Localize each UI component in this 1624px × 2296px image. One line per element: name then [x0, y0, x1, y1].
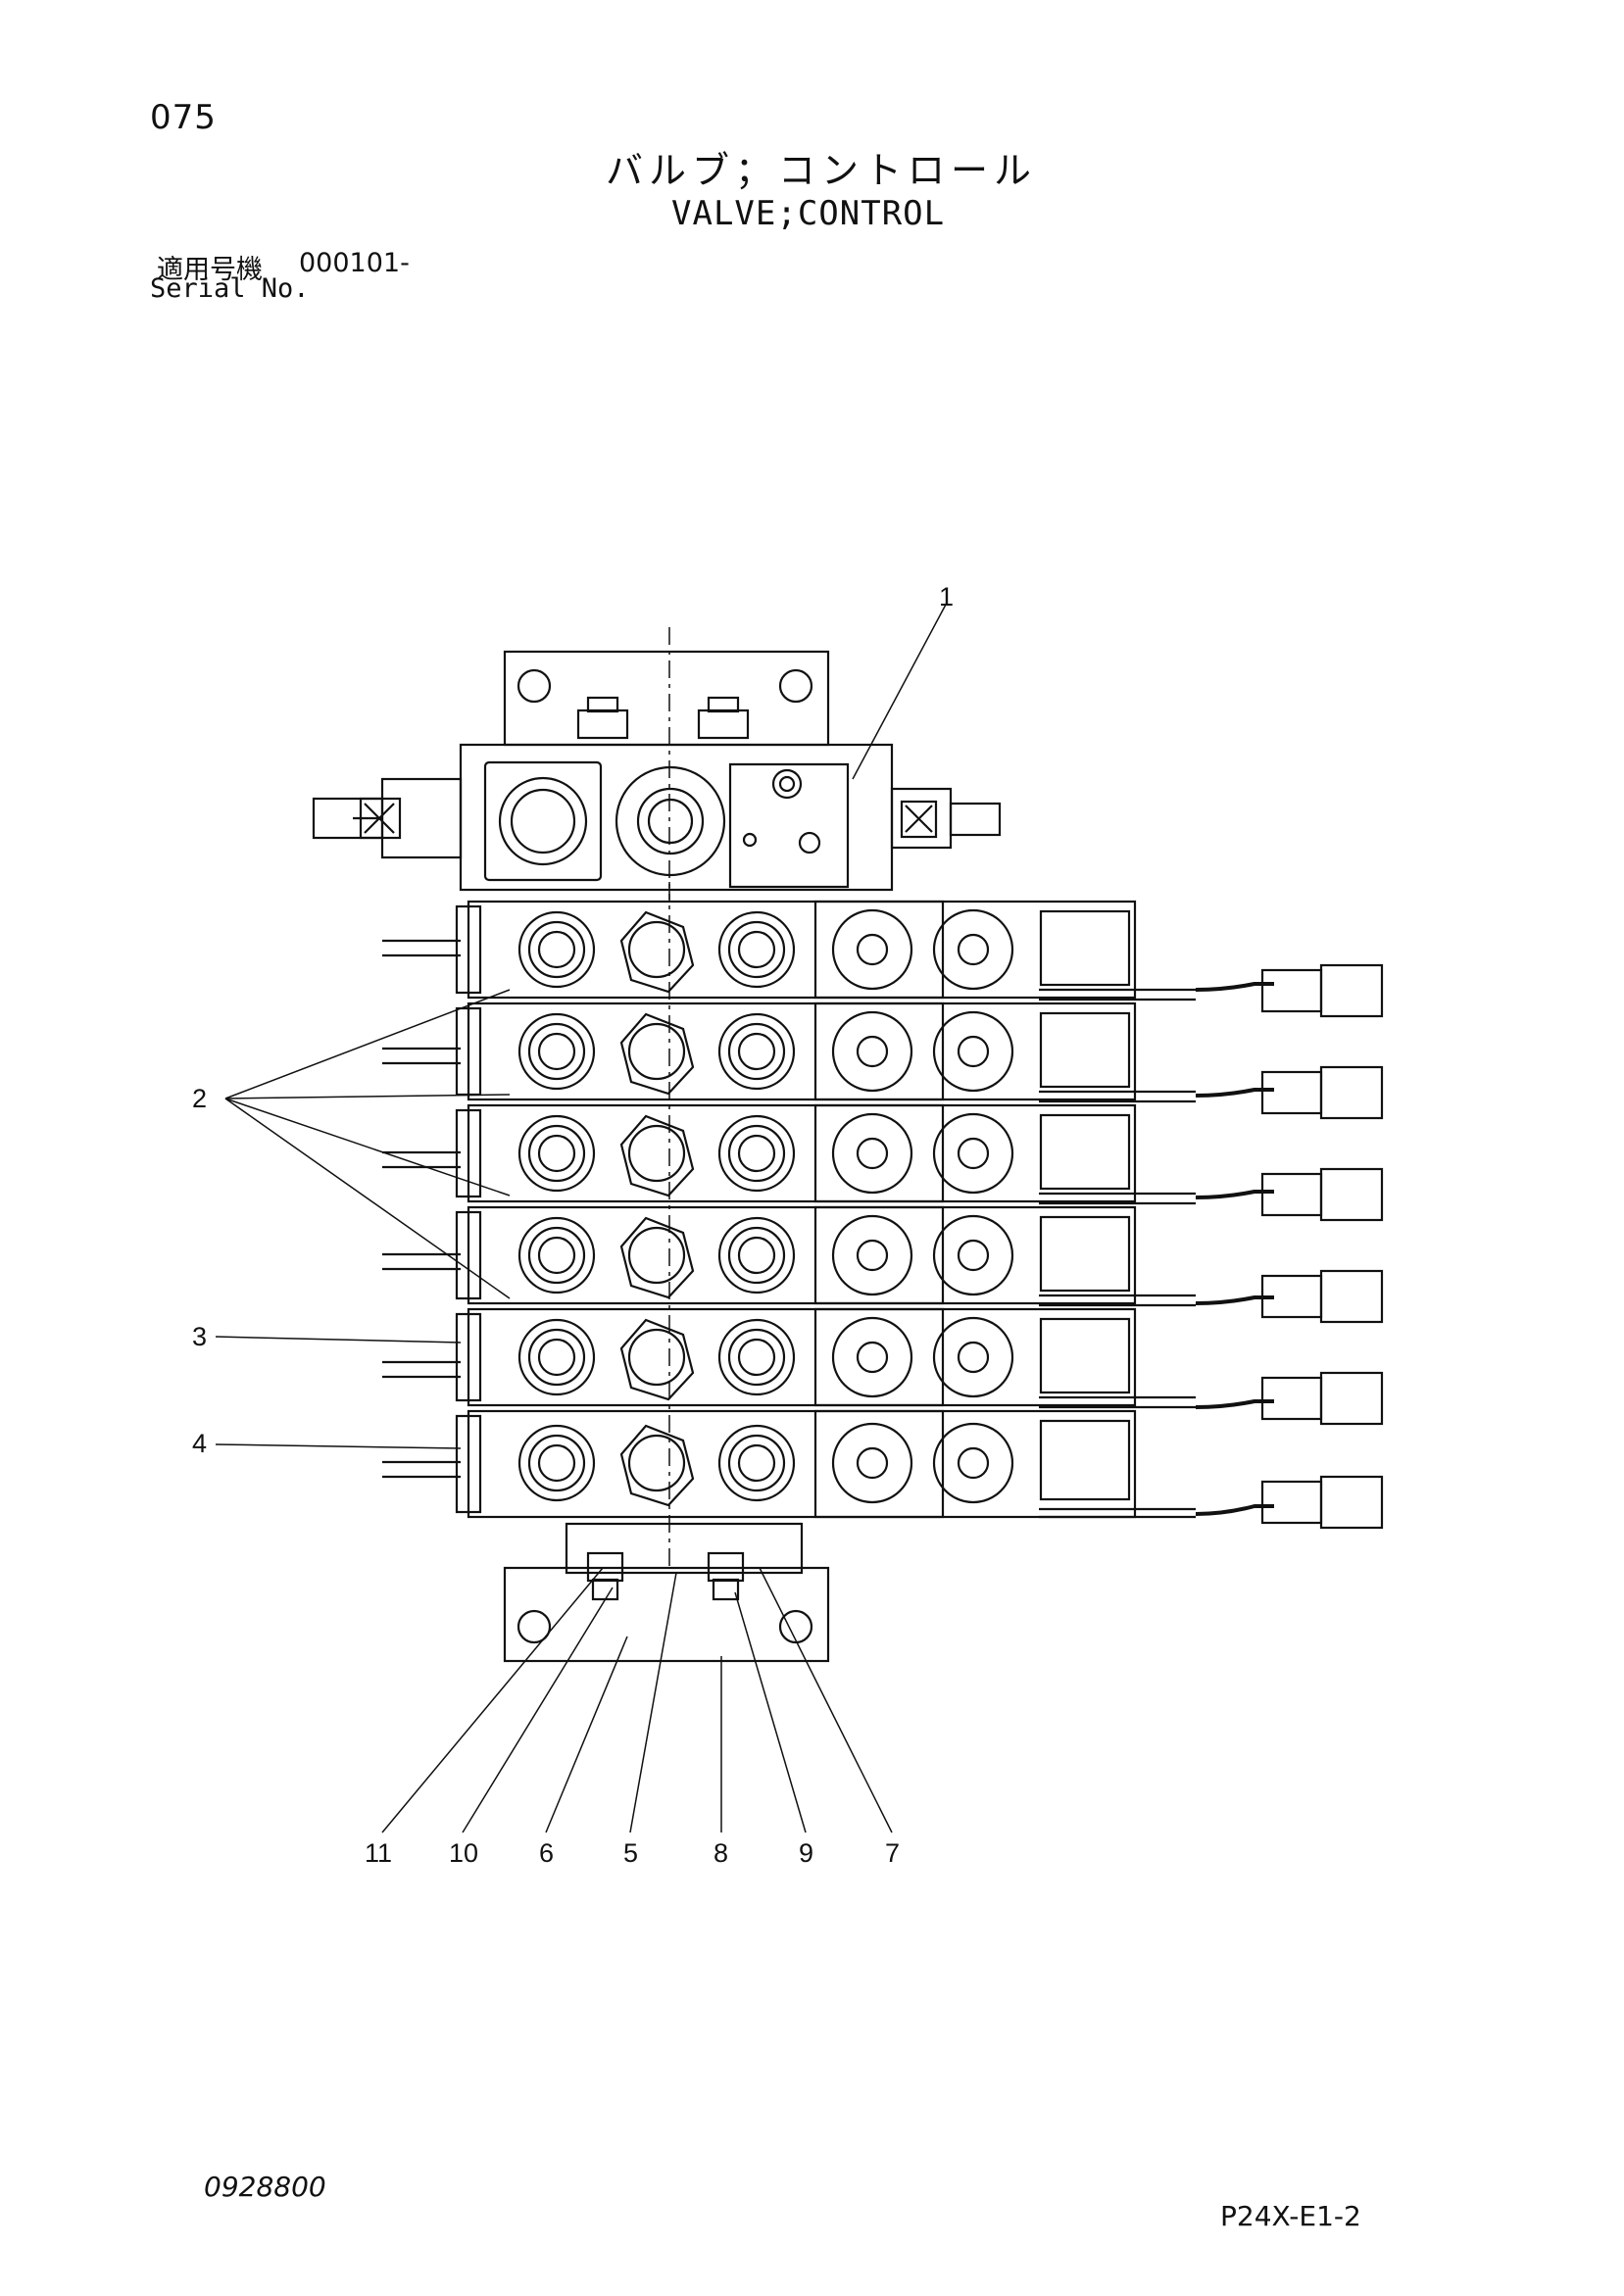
callout-9: 9 — [799, 1838, 813, 1868]
page-title-japanese: バルブ；コントロール — [606, 149, 1038, 192]
callout-6: 6 — [539, 1838, 554, 1868]
page-number: 075 — [150, 98, 217, 137]
spool-section-3 — [382, 1103, 1384, 1222]
drawing-code: 0928800 — [204, 2171, 326, 2203]
top-bolts — [576, 696, 750, 740]
leader-lines — [215, 602, 948, 1833]
callout-3: 3 — [192, 1322, 207, 1351]
callout-2: 2 — [192, 1084, 207, 1113]
callout-1: 1 — [939, 582, 954, 611]
spool-section-2 — [382, 1001, 1384, 1120]
callout-4: 4 — [192, 1429, 207, 1458]
spool-section-5 — [382, 1307, 1384, 1426]
page-code: P24X-E1-2 — [1220, 2200, 1361, 2232]
spool-section-6 — [382, 1409, 1384, 1530]
serial-label: Serial No. — [150, 273, 310, 304]
inlet-section — [312, 743, 1002, 892]
serial-label-japanese: 適用号機 — [157, 255, 263, 285]
callout-10: 10 — [449, 1838, 478, 1868]
callout-7: 7 — [885, 1838, 900, 1868]
serial-value: 000101- — [299, 248, 410, 278]
spool-section-4 — [382, 1205, 1384, 1324]
spool-section-1 — [382, 900, 1384, 1018]
bottom-bracket — [503, 1522, 830, 1663]
callout-11: 11 — [365, 1838, 392, 1868]
callout-5: 5 — [623, 1838, 638, 1868]
page-title: VALVE;CONTROL — [671, 194, 946, 233]
spool-sections — [382, 882, 1384, 1568]
callout-8: 8 — [714, 1838, 728, 1868]
callout-labels: 1 2 3 4 11 10 6 5 8 9 7 — [192, 582, 954, 1868]
